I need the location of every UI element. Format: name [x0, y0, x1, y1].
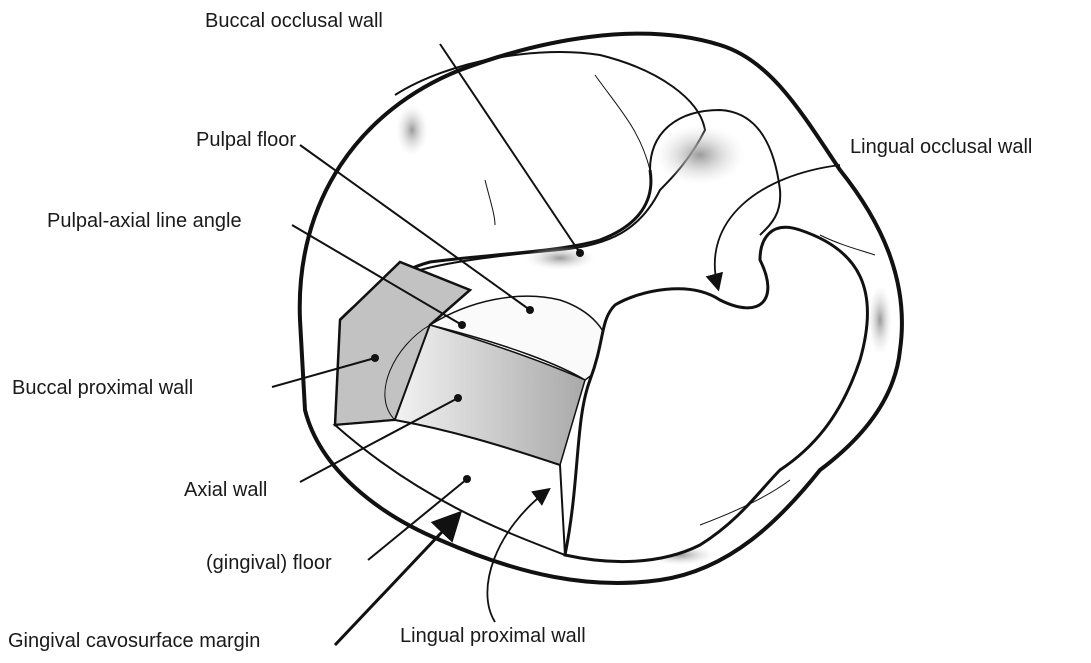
buccal-occlusal-shade: [525, 246, 595, 270]
label-buccal-proximal-wall: Buccal proximal wall: [12, 378, 193, 398]
lingual-occlusal-shade: [655, 125, 745, 185]
label-buccal-occlusal-wall: Buccal occlusal wall: [205, 11, 383, 31]
label-pulpal-floor: Pulpal floor: [196, 130, 296, 150]
label-lingual-proximal-wall: Lingual proximal wall: [400, 626, 586, 646]
label-gingival-floor: (gingival) floor: [206, 553, 332, 573]
label-pulpal-axial-line-angle: Pulpal-axial line angle: [47, 211, 242, 231]
dot-buccal-proximal-wall: [371, 354, 379, 362]
label-lingual-occlusal-wall: Lingual occlusal wall: [850, 137, 1032, 157]
dot-pulpal-axial-line-angle: [458, 321, 466, 329]
label-axial-wall: Axial wall: [184, 480, 267, 500]
dot-gingival-floor: [463, 475, 471, 483]
distal-cusp-shade: [868, 285, 892, 355]
dot-buccal-occlusal-wall: [576, 249, 584, 257]
dot-pulpal-floor: [526, 306, 534, 314]
buccal-cusp-shade: [396, 104, 428, 156]
dot-axial-wall: [454, 394, 462, 402]
label-gingival-cavosurface-margin: Gingival cavosurface margin: [8, 631, 260, 651]
